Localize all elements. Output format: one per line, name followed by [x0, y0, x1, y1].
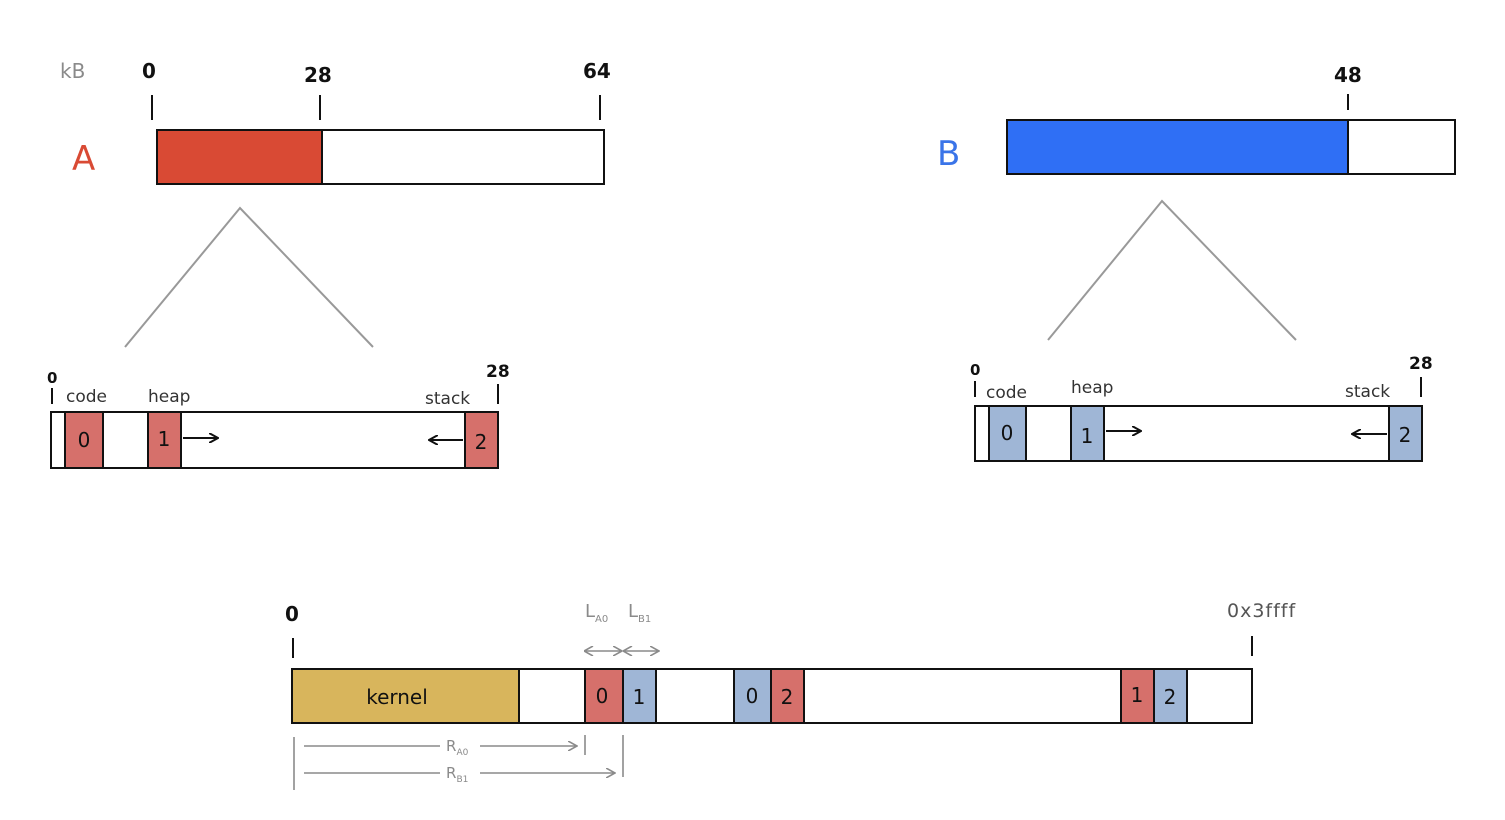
- a-tick-64: 64: [583, 59, 611, 83]
- a-heap-segment: [147, 411, 182, 469]
- a-stack-number: 2: [475, 430, 488, 454]
- phys-end-label: 0x3ffff: [1227, 600, 1296, 622]
- limit-b1-label: LB1: [628, 601, 651, 625]
- phys-start-label: 0: [285, 602, 299, 626]
- limit-a0-label: LA0: [585, 601, 608, 625]
- b-stack-segment: [1388, 405, 1423, 462]
- a-heap-label: heap: [148, 387, 190, 407]
- phys-a2-number: 2: [781, 685, 794, 709]
- b-zoom-bar: [974, 405, 1423, 462]
- phys-a1-number: 1: [1131, 683, 1144, 707]
- phys-b1-segment: [622, 668, 657, 724]
- phys-b0-number: 0: [746, 684, 759, 708]
- a-code-segment: [64, 411, 104, 469]
- b-heap-number: 1: [1081, 424, 1094, 448]
- b-stack-label: stack: [1345, 382, 1390, 402]
- phys-b0-segment: [733, 668, 772, 724]
- b-zoom-tick-0: 0: [970, 361, 980, 379]
- b-stack-number: 2: [1399, 423, 1412, 447]
- a-zoom-bar: [50, 411, 499, 469]
- base-b1-label-bg: [440, 763, 480, 783]
- a-zoom-tick-28: 28: [486, 362, 510, 382]
- process-b-group: B 48 0 28 code heap stack 0 1 2: [937, 63, 1456, 462]
- kernel-segment: [291, 668, 520, 724]
- a-stack-segment: [464, 411, 499, 469]
- a-tick-0: 0: [142, 59, 156, 83]
- b-used-region: [1006, 119, 1349, 175]
- b-tick-48: 48: [1334, 63, 1362, 87]
- process-b-label: B: [937, 134, 960, 174]
- b-zoom-tick-28: 28: [1409, 354, 1433, 374]
- b-zoom-lines: [1047, 199, 1297, 341]
- phys-b2-segment: [1153, 668, 1188, 724]
- a-stack-label: stack: [425, 389, 470, 409]
- base-a0-label: RA0: [446, 737, 469, 758]
- kernel-label: kernel: [366, 685, 428, 709]
- b-heap-segment: [1070, 405, 1105, 462]
- a-code-label: code: [66, 387, 107, 407]
- physical-memory-group: 0 0x3ffff kernel 0 1 0 2 1 2 LA0 LB1 RA0…: [285, 600, 1296, 790]
- base-a0-label-bg: [440, 736, 480, 756]
- base-b1-label: RB1: [446, 764, 468, 785]
- process-a-group: kB A 0 28 64 0 28 code heap stack 0 1 2: [47, 59, 611, 469]
- phys-b1-number: 1: [633, 685, 646, 709]
- a-used-region: [156, 129, 323, 185]
- phys-a0-number: 0: [596, 684, 609, 708]
- phys-b2-number: 2: [1164, 685, 1177, 709]
- phys-a1-segment: [1120, 668, 1155, 724]
- a-code-number: 0: [78, 428, 91, 452]
- phys-a2-segment: [770, 668, 805, 724]
- phys-a0-segment: [584, 668, 624, 724]
- a-zoom-lines: [124, 206, 374, 348]
- a-heap-number: 1: [158, 427, 171, 451]
- b-heap-label: heap: [1071, 378, 1113, 398]
- b-code-segment: [988, 405, 1027, 462]
- a-zoom-tick-0: 0: [47, 369, 57, 387]
- b-code-label: code: [986, 383, 1027, 403]
- process-a-label: A: [72, 139, 95, 179]
- b-code-number: 0: [1001, 421, 1014, 445]
- a-tick-28: 28: [304, 63, 332, 87]
- unit-label: kB: [60, 59, 85, 83]
